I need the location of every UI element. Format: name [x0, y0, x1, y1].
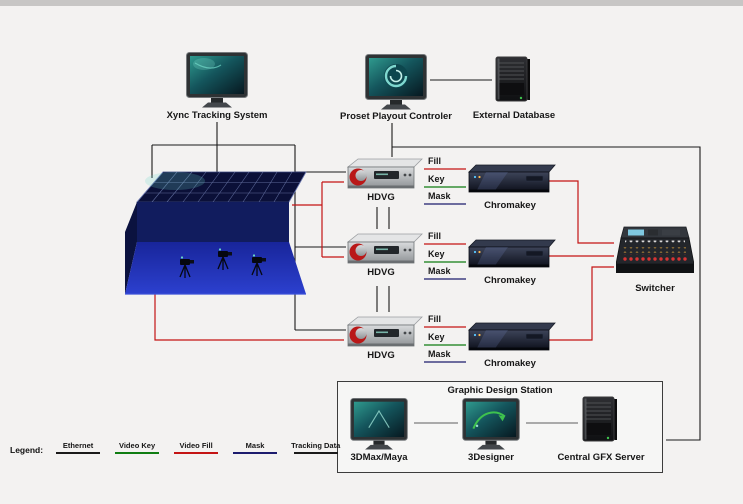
- key-label-3: Key: [428, 332, 445, 342]
- hdvg-2-label: HDVG: [367, 267, 395, 278]
- legend-item-video-key: Video Key: [114, 441, 160, 455]
- switcher-icon: [616, 226, 694, 278]
- hdvg-1-icon: [347, 158, 423, 190]
- 3dmax-label: 3DMax/Maya: [350, 452, 408, 463]
- 3designer-monitor-icon: [462, 398, 520, 450]
- fill-label-1: Fill: [428, 156, 441, 166]
- chromakey-3-label: Chromakey: [484, 358, 536, 369]
- mask-label-1: Mask: [428, 191, 451, 201]
- mask-label-2: Mask: [428, 266, 451, 276]
- fill-label-3: Fill: [428, 314, 441, 324]
- chromakey-2-icon: [468, 239, 556, 269]
- chromakey-1-icon: [468, 164, 556, 194]
- video-key-lines: [424, 186, 466, 346]
- graphic-design-station-title: Graphic Design Station: [447, 385, 553, 396]
- central-gfx-server-icon: [582, 396, 618, 442]
- legend-item-mask: Mask: [232, 441, 278, 455]
- key-label-1: Key: [428, 174, 445, 184]
- virtual-studio-illustration: [123, 168, 308, 300]
- ethernet-line-swatch: [56, 452, 101, 454]
- mask-lines: [424, 203, 466, 363]
- external-database-icon: [495, 56, 531, 102]
- video-fill-line-swatch: [174, 452, 219, 454]
- xync-label: Xync Tracking System: [166, 110, 268, 121]
- chromakey-3-icon: [468, 322, 556, 352]
- legend: Legend: Ethernet Video Key Video Fill Ma…: [10, 441, 353, 455]
- legend-item-video-fill: Video Fill: [173, 441, 219, 455]
- tracking-data-line-swatch: [293, 452, 338, 454]
- hdvg-3-label: HDVG: [367, 350, 395, 361]
- camera-icon: [179, 248, 266, 278]
- mask-label-3: Mask: [428, 349, 451, 359]
- 3designer-label: 3Designer: [468, 452, 514, 463]
- window-chrome: [0, 0, 743, 6]
- 3dmax-monitor-icon: [350, 398, 408, 450]
- legend-item-tracking-data: Tracking Data: [291, 441, 340, 455]
- external-database-label: External Database: [472, 110, 556, 121]
- chromakey-1-label: Chromakey: [484, 200, 536, 211]
- proset-monitor-icon: [365, 54, 427, 110]
- video-key-line-swatch: [115, 452, 160, 454]
- xync-monitor-icon: [186, 52, 248, 108]
- legend-item-ethernet: Ethernet: [55, 441, 101, 455]
- fill-label-2: Fill: [428, 231, 441, 241]
- ethernet-tracking-lines: [151, 79, 701, 441]
- hdvg-2-icon: [347, 233, 423, 265]
- switcher-label: Switcher: [635, 283, 675, 294]
- mask-line-swatch: [233, 452, 278, 454]
- key-label-2: Key: [428, 249, 445, 259]
- hdvg-1-label: HDVG: [367, 192, 395, 203]
- proset-label: Proset Playout Controler: [340, 111, 452, 122]
- central-gfx-server-label: Central GFX Server: [557, 452, 645, 463]
- legend-title: Legend:: [10, 445, 44, 455]
- video-fill-lines: [154, 168, 614, 341]
- chromakey-2-label: Chromakey: [484, 275, 536, 286]
- hdvg-3-icon: [347, 316, 423, 348]
